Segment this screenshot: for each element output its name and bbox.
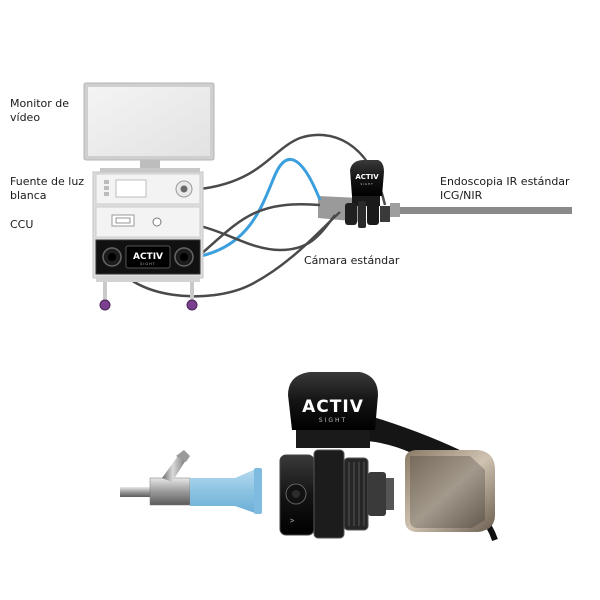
- large-camera-brand: ACTIV: [302, 397, 364, 417]
- caster-right: [186, 299, 198, 311]
- video-monitor: [83, 82, 215, 172]
- white-light-source: [95, 173, 201, 205]
- small-camera-brand-sub: SIGHT: [360, 182, 373, 186]
- small-camera-brand: ACTIV: [355, 173, 379, 181]
- console-brand: ACTIV: [133, 252, 163, 262]
- equipment-tower: ACTIV SIGHT: [83, 82, 215, 311]
- ccu-unit: [95, 206, 201, 238]
- label-video-monitor: Monitor de vídeo: [10, 97, 70, 124]
- label-white-light-source: Fuente de luz blanca: [10, 175, 85, 202]
- camera-head-small: ACTIV SIGHT: [345, 160, 390, 228]
- label-standard-camera: Cámara estándar: [304, 254, 400, 267]
- activsight-console: ACTIV SIGHT: [95, 239, 201, 275]
- console-brand-sub: SIGHT: [140, 262, 156, 266]
- endoscope-eyepiece-detail: [120, 450, 262, 514]
- large-camera-brand-sub: SIGHT: [319, 417, 347, 424]
- label-ccu: CCU: [10, 218, 34, 231]
- caster-left: [99, 299, 111, 311]
- button-arrow: >: [290, 518, 294, 525]
- label-endoscope: Endoscopia IR estándar ICG/NIR: [440, 175, 570, 202]
- activsight-camera-detail: ACTIV SIGHT >: [279, 372, 498, 541]
